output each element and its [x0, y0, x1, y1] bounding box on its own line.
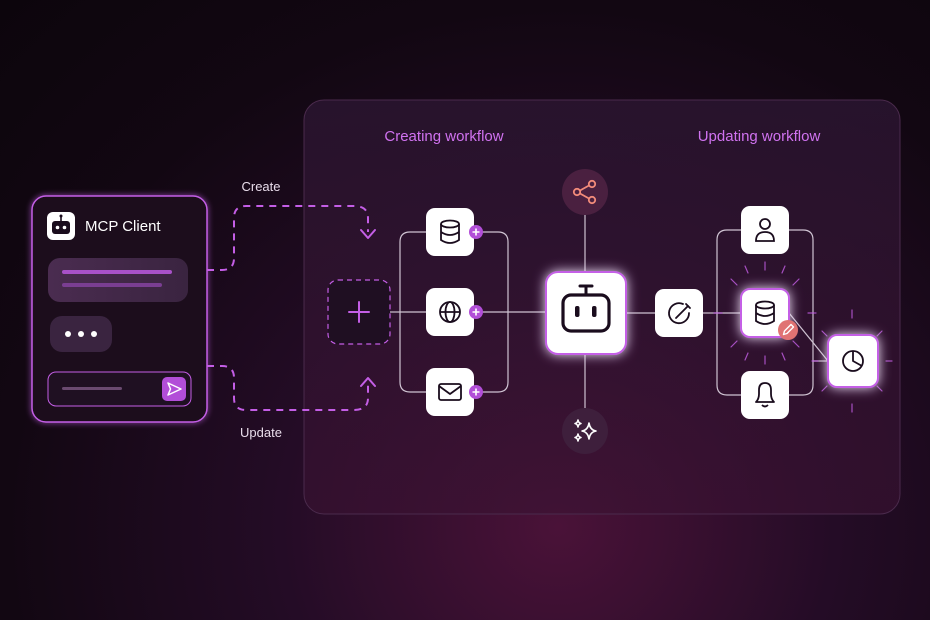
update-bell-node[interactable]: [741, 371, 789, 419]
plus-icon: [472, 228, 480, 236]
input-placeholder-line: [62, 387, 122, 390]
send-button[interactable]: [162, 377, 186, 401]
update-source-node[interactable]: [655, 289, 703, 337]
pencil-icon: [782, 323, 795, 336]
plus-icon: [472, 308, 480, 316]
add-badge[interactable]: [469, 305, 483, 319]
client-title: MCP Client: [85, 218, 161, 235]
user-icon: [755, 218, 775, 242]
updating-workflow-title: Updating workflow: [698, 128, 821, 145]
plus-icon: [348, 301, 370, 323]
typing-indicator: [50, 316, 112, 352]
edit-badge[interactable]: [778, 320, 798, 340]
highlight-rays: [811, 309, 893, 413]
share-icon: [572, 179, 597, 205]
bell-icon: [755, 382, 775, 408]
connector-lines: [390, 215, 829, 408]
mcp-client-card: MCP Client: [31, 195, 208, 423]
pie-chart-icon: [842, 350, 864, 372]
update-database-node[interactable]: [713, 261, 817, 365]
create-database-node[interactable]: [426, 208, 483, 256]
create-web-node[interactable]: [426, 288, 483, 336]
create-mail-node[interactable]: [426, 368, 483, 416]
add-node[interactable]: [327, 279, 391, 345]
database-icon: [440, 219, 460, 244]
agent-node[interactable]: [545, 271, 627, 355]
sparkles-node[interactable]: [562, 408, 608, 454]
robot-icon: [561, 284, 611, 333]
sparkles-icon: [574, 419, 597, 442]
globe-icon: [439, 301, 461, 323]
client-robot-icon: [47, 212, 75, 240]
edit-icon: [668, 302, 691, 325]
create-flow-path: [207, 205, 369, 271]
chat-message-bubble: [48, 258, 188, 302]
update-arrow-icon: [360, 377, 376, 387]
add-badge[interactable]: [469, 225, 483, 239]
add-badge[interactable]: [469, 385, 483, 399]
database-icon: [755, 300, 775, 325]
highlight-rays: [713, 261, 817, 365]
create-label: Create: [241, 179, 280, 194]
result-node[interactable]: [811, 309, 893, 413]
update-label: Update: [240, 425, 282, 440]
creating-workflow-title: Creating workflow: [384, 128, 503, 145]
mail-icon: [438, 383, 462, 401]
create-arrow-icon: [360, 229, 376, 239]
send-icon: [167, 382, 182, 396]
share-node[interactable]: [562, 169, 608, 215]
plus-icon: [472, 388, 480, 396]
update-user-node[interactable]: [741, 206, 789, 254]
